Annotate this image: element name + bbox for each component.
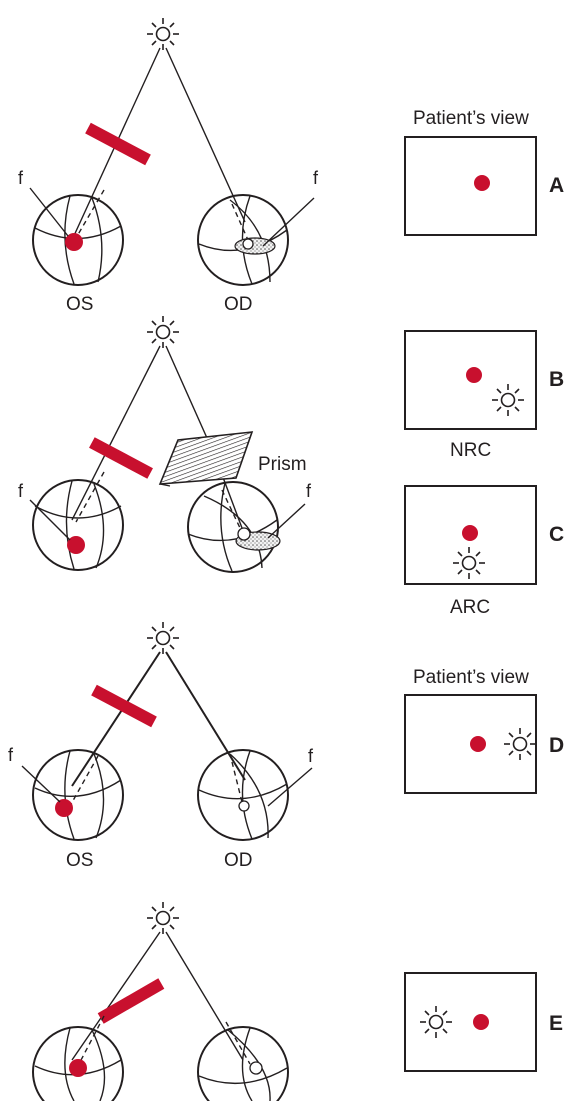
panel-letter-a: A	[549, 174, 564, 197]
fovea-label: f	[18, 168, 24, 188]
view-box-e	[404, 972, 537, 1072]
red-filter	[85, 122, 151, 166]
red-dot	[474, 175, 490, 191]
os-eye	[32, 1015, 124, 1101]
red-dot	[466, 367, 482, 383]
fovea-red-dot	[69, 1059, 87, 1077]
view-box-a	[404, 136, 537, 236]
od-eye	[197, 194, 315, 286]
panel-a-eyes: f f OS OD	[18, 17, 319, 315]
red-filter	[97, 978, 165, 1024]
fovea-red-dot	[65, 233, 83, 251]
fovea-red-dot	[55, 799, 73, 817]
panel-letter-e: E	[549, 1012, 563, 1035]
red-filter	[91, 684, 157, 728]
red-filter	[89, 437, 153, 479]
light-source-icon	[146, 315, 180, 349]
patients-view-label: Patient’s view	[413, 667, 529, 688]
patients-view-label: Patient’s view	[413, 108, 529, 129]
red-dot	[462, 525, 478, 541]
arc-label: ARC	[450, 597, 490, 618]
fovea-label: f	[308, 746, 314, 766]
prism	[158, 431, 254, 487]
os-eye	[21, 749, 124, 841]
fovea-label: f	[313, 168, 319, 188]
light-source-icon	[146, 901, 180, 935]
od-label: OD	[224, 294, 253, 315]
panel-letter-b: B	[549, 368, 564, 391]
panel-letter-c: C	[549, 523, 564, 546]
red-dot	[470, 736, 486, 752]
od-eye	[197, 749, 313, 841]
panel-d-eyes: f f OS OD	[8, 621, 314, 871]
red-dot	[473, 1014, 489, 1030]
od-eye	[187, 481, 306, 573]
os-label: OS	[66, 850, 93, 871]
fovea-red-dot	[67, 536, 85, 554]
os-eye	[29, 187, 124, 286]
fovea-label: f	[8, 745, 14, 765]
fovea-label: f	[306, 481, 312, 501]
od-eye	[197, 1021, 289, 1101]
os-eye	[29, 471, 124, 571]
light-source-icon	[146, 17, 180, 51]
panel-letter-d: D	[549, 734, 564, 757]
prism-label: Prism	[258, 454, 307, 475]
panel-e-eyes	[32, 901, 289, 1101]
fovea-label: f	[18, 481, 24, 501]
od-label: OD	[224, 850, 253, 871]
os-label: OS	[66, 294, 93, 315]
panel-bc-eyes: Prism f f	[18, 315, 312, 573]
light-source-icon	[146, 621, 180, 655]
nrc-label: NRC	[450, 440, 491, 461]
